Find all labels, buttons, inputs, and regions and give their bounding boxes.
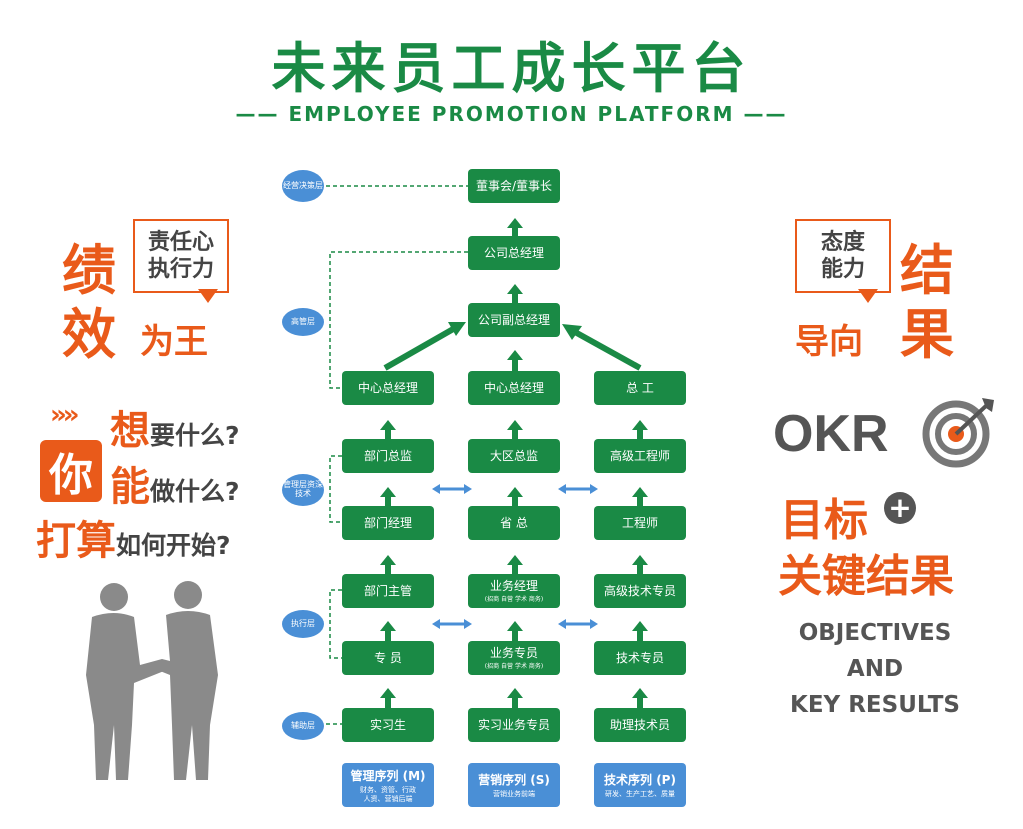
- okr-en-line2: AND: [846, 656, 904, 682]
- left-q3: 如何开始?: [116, 531, 231, 560]
- series-tech-title: 技术序列 (P): [604, 773, 676, 788]
- node-assistant-tech: 助理技术员: [594, 708, 686, 742]
- node-dept-director: 部门总监: [342, 439, 434, 473]
- left-bubble-line1: 责任心: [147, 229, 214, 255]
- node-sales-manager: 业务经理 (招商 自营 学术 商务): [468, 574, 560, 608]
- left-char-neng: 能: [110, 464, 150, 510]
- right-bubble-line2: 能力: [820, 257, 865, 282]
- node-sales-manager-label: 业务经理: [489, 579, 538, 594]
- series-sales-desc: 营销业务前端: [493, 790, 535, 799]
- node-tech-specialist: 技术专员: [594, 641, 686, 675]
- left-question-1: 想 要什么?: [110, 398, 240, 456]
- node-specialist: 专 员: [342, 641, 434, 675]
- vertical-arrows: [380, 218, 648, 708]
- left-q1: 要什么?: [150, 421, 240, 450]
- left-char-xiao: 效: [62, 303, 116, 366]
- left-char-xiang: 想: [110, 408, 150, 454]
- left-arrows-icon: »»: [50, 400, 80, 430]
- horizontal-double-arrows: [432, 484, 598, 629]
- okr-en-line3: KEY RESULTS: [790, 692, 960, 718]
- left-question-2: 能 做什么?: [110, 454, 240, 512]
- node-gm: 公司总经理: [468, 236, 560, 270]
- target-icon: [922, 398, 994, 468]
- node-center-gm-sales: 中心总经理: [468, 371, 560, 405]
- node-sales-intern: 实习业务专员: [468, 708, 560, 742]
- series-management-desc2: 人资、营销后端: [363, 794, 413, 803]
- right-speech-bubble: 态度 能力: [795, 219, 891, 293]
- level-senior: 高管层: [282, 308, 324, 336]
- node-senior-engineer: 高级工程师: [594, 439, 686, 473]
- series-management-desc1: 财务、资管、行政: [360, 786, 416, 795]
- node-chairman: 董事会/董事长: [468, 169, 560, 203]
- series-management-title: 管理序列 (M): [350, 769, 426, 784]
- node-engineer: 工程师: [594, 506, 686, 540]
- right-bubble-line1: 态度: [820, 229, 865, 255]
- node-intern: 实习生: [342, 708, 434, 742]
- series-tech: 技术序列 (P) 研发、生产工艺、质量: [594, 763, 686, 807]
- left-char-ji: 绩: [62, 239, 116, 302]
- left-speech-bubble: 责任心 执行力: [133, 219, 229, 293]
- node-sales-manager-sub: (招商 自营 学术 商务): [484, 595, 544, 603]
- okr-title: OKR: [773, 405, 889, 463]
- series-management: 管理序列 (M) 财务、资管、行政 人资、营销后端: [342, 763, 434, 807]
- dashed-level-connectors: [326, 185, 468, 725]
- left-ni-block: 你: [40, 440, 102, 502]
- handshake-silhouette-icon: [86, 581, 218, 780]
- series-tech-desc: 研发、生产工艺、质量: [605, 790, 675, 799]
- right-key-results-cn: 关键结果: [778, 551, 954, 602]
- right-char-guo: 果: [900, 303, 954, 366]
- page-subtitle: —— EMPLOYEE PROMOTION PLATFORM ——: [235, 102, 788, 126]
- node-sales-specialist: 业务专员 (招商 自营 学术 商务): [468, 641, 560, 675]
- node-province: 省 总: [468, 506, 560, 540]
- level-execution: 执行层: [282, 610, 324, 638]
- right-bubble-tail: [858, 289, 878, 303]
- left-bubble-line2: 执行力: [147, 257, 214, 282]
- node-sales-specialist-label: 业务专员: [489, 646, 538, 661]
- left-weiwang: 为王: [140, 322, 208, 362]
- node-center-gm-management: 中心总经理: [342, 371, 434, 405]
- series-sales: 营销序列 (S) 营销业务前端: [468, 763, 560, 807]
- diag-arrow-left: [383, 325, 457, 371]
- diag-arrow-right: [573, 329, 642, 371]
- level-management: 管理层资深技术: [282, 474, 324, 506]
- level-assist: 辅助层: [282, 712, 324, 740]
- node-chief-engineer: 总 工: [594, 371, 686, 405]
- left-bubble-tail: [198, 289, 218, 303]
- node-senior-tech: 高级技术专员: [594, 574, 686, 608]
- node-vgm: 公司副总经理: [468, 303, 560, 337]
- right-daoxiang: 导向: [795, 322, 863, 362]
- node-region-director: 大区总监: [468, 439, 560, 473]
- node-sales-specialist-sub: (招商 自营 学术 商务): [484, 662, 544, 670]
- level-decision: 经营决策层: [282, 170, 324, 202]
- left-question-3: 打算 如何开始?: [36, 508, 231, 566]
- left-dasuan: 打算: [36, 518, 116, 564]
- node-dept-manager: 部门经理: [342, 506, 434, 540]
- page-title: 未来员工成长平台: [271, 37, 752, 100]
- series-sales-title: 营销序列 (S): [478, 773, 550, 788]
- right-mubiao: 目标: [780, 495, 868, 546]
- okr-en-line1: OBJECTIVES: [798, 620, 952, 646]
- plus-icon: +: [884, 492, 916, 524]
- right-char-jie: 结: [900, 239, 954, 302]
- left-q2: 做什么?: [150, 477, 240, 506]
- node-dept-supervisor: 部门主管: [342, 574, 434, 608]
